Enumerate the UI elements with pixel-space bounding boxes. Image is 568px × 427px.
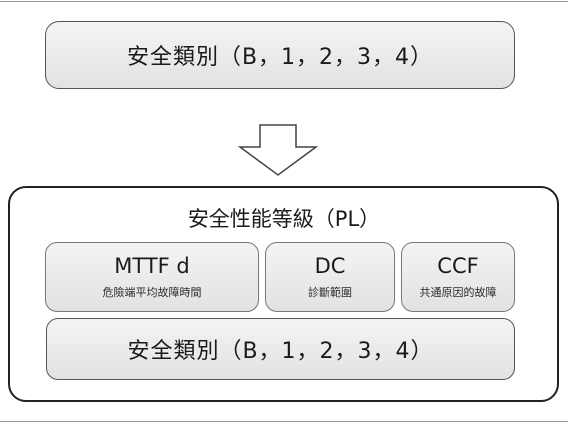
down-arrow-icon bbox=[238, 124, 318, 176]
frame-top-line bbox=[0, 1, 568, 2]
safety-category-box-top: 安全類別（B，1，2，3，4） bbox=[45, 21, 515, 89]
frame-bottom-line bbox=[0, 421, 568, 422]
factor-name-dc: DC bbox=[314, 254, 346, 278]
safety-category-box-bottom: 安全類別（B，1，2，3，4） bbox=[46, 318, 515, 380]
factor-description-ccf: 共通原因的故障 bbox=[419, 286, 497, 299]
factor-description-mttfd: 危險端平均故障時間 bbox=[102, 286, 202, 299]
factor-name-mttfd: MTTF d bbox=[114, 254, 190, 278]
down-arrow-shape bbox=[238, 124, 318, 176]
factor-name-ccf: CCF bbox=[437, 254, 479, 278]
performance-level-title: 安全性能等級（PL） bbox=[187, 207, 381, 231]
factor-box-dc: DC 診斷範圍 bbox=[265, 242, 395, 312]
safety-category-label-bottom: 安全類別（B，1，2，3，4） bbox=[127, 339, 434, 364]
factor-box-mttfd: MTTF d 危險端平均故障時間 bbox=[45, 242, 259, 312]
factor-box-ccf: CCF 共通原因的故障 bbox=[401, 242, 515, 312]
safety-category-label-top: 安全類別（B，1，2，3，4） bbox=[126, 45, 434, 70]
factor-description-dc: 診斷範圍 bbox=[308, 286, 352, 299]
